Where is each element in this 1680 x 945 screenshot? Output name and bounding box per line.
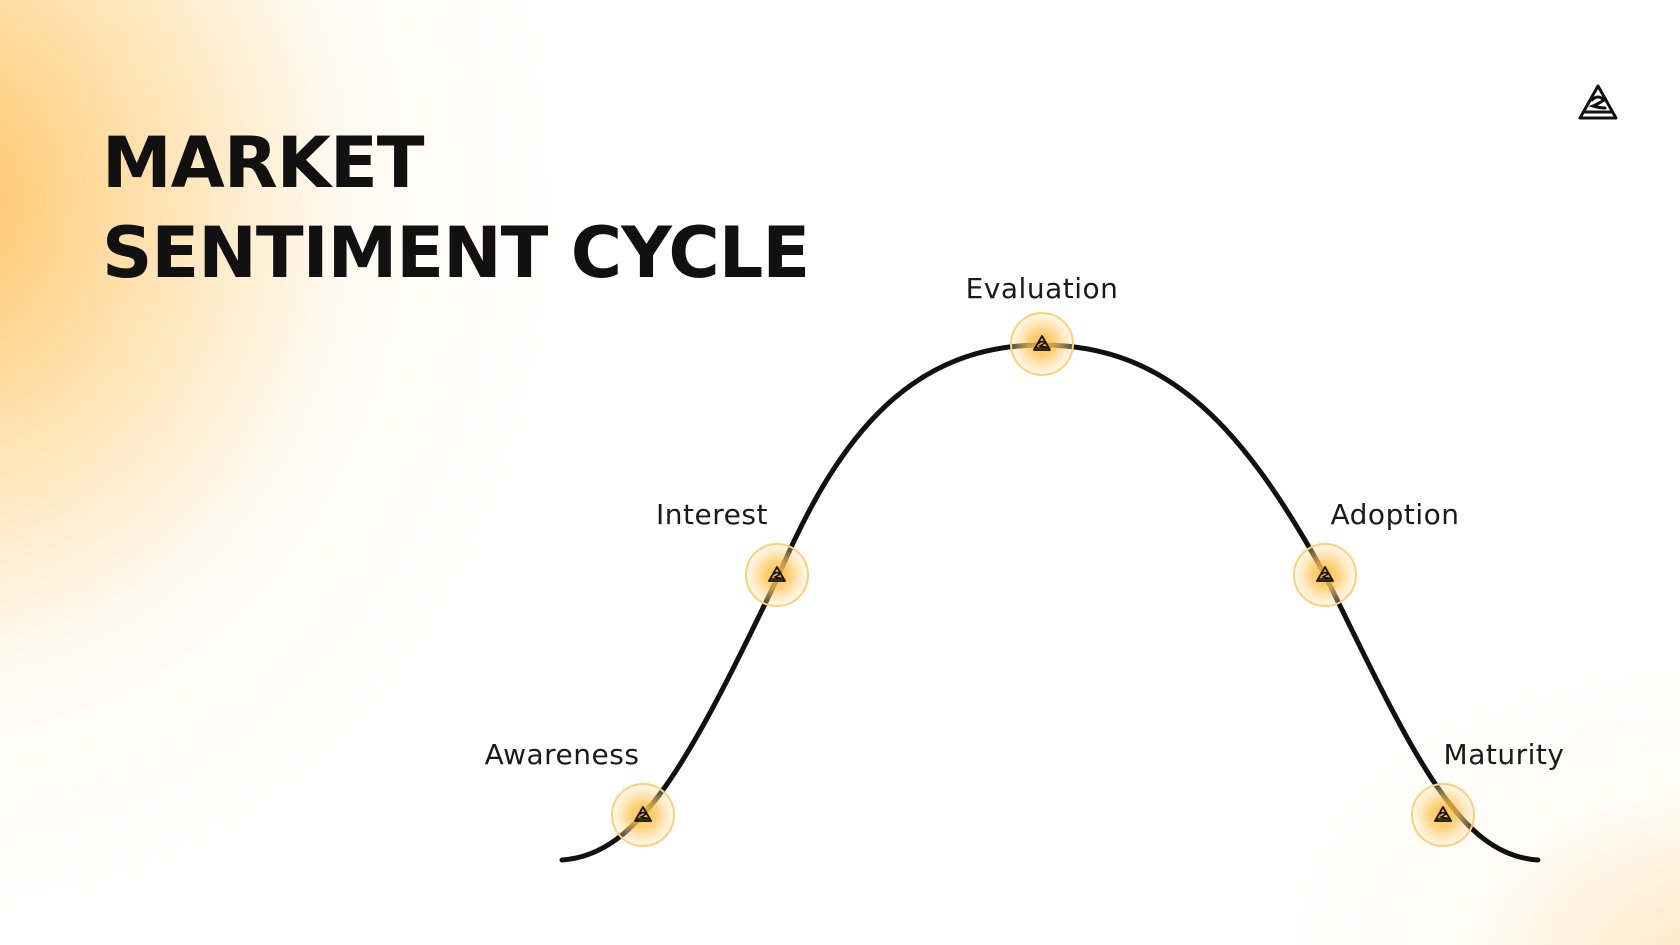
stage-awareness: Awareness: [485, 738, 675, 847]
stage-evaluation: Evaluation: [966, 272, 1119, 376]
page-title: MARKET SENTIMENT CYCLE: [102, 118, 810, 298]
stage-label-evaluation: Evaluation: [966, 272, 1119, 305]
cycle-curve: [559, 342, 1541, 863]
stage-interest: Interest: [656, 498, 809, 607]
stage-label-maturity: Maturity: [1444, 738, 1565, 771]
title-line-1: MARKET: [102, 122, 425, 204]
stage-label-adoption: Adoption: [1331, 498, 1460, 531]
stage-maturity: Maturity: [1411, 738, 1565, 847]
brand-logo-icon: [1578, 84, 1618, 120]
stage-label-interest: Interest: [656, 498, 768, 531]
title-line-2: SENTIMENT CYCLE: [102, 212, 810, 294]
stage-label-awareness: Awareness: [485, 738, 640, 771]
stage-adoption: Adoption: [1293, 498, 1460, 607]
